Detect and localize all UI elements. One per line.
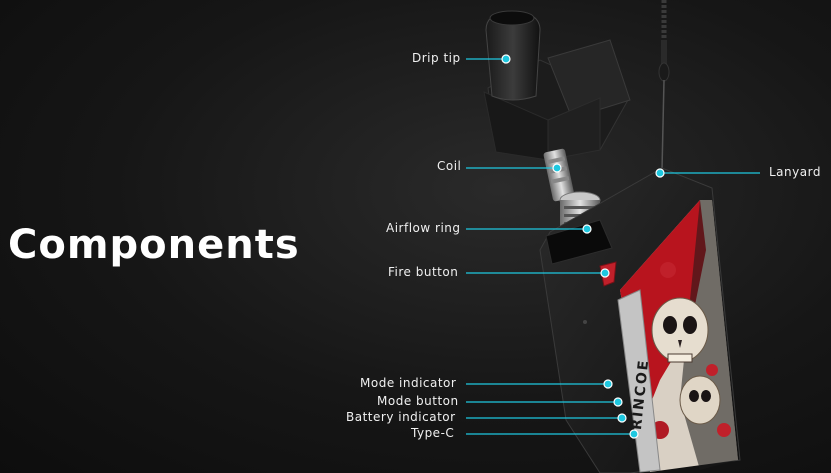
fire-button-label: Fire button (388, 265, 459, 279)
device-body (539, 167, 741, 473)
type-c-marker (629, 429, 639, 439)
battery-indicator-marker (617, 413, 627, 423)
drip-tip-label: Drip tip (412, 51, 461, 65)
airflow-ring-marker (582, 224, 592, 234)
mode-button-marker (613, 397, 623, 407)
fire-button-marker (600, 268, 610, 278)
page-title: Components (8, 222, 300, 268)
lanyard-marker (655, 168, 665, 178)
drip-tip-marker (501, 54, 511, 64)
lanyard (658, 0, 670, 171)
coil-label: Coil (437, 159, 462, 173)
coil-marker (552, 163, 562, 173)
mode-button-label: Mode button (377, 394, 459, 408)
type-c-label: Type-C (411, 426, 455, 440)
coil (543, 148, 575, 202)
drip-tip (485, 10, 541, 101)
mode-indicator-label: Mode indicator (360, 376, 457, 390)
lanyard-label: Lanyard (769, 165, 821, 179)
airflow-ring-label: Airflow ring (386, 221, 461, 235)
battery-indicator-label: Battery indicator (346, 410, 456, 424)
mode-indicator-marker (603, 379, 613, 389)
